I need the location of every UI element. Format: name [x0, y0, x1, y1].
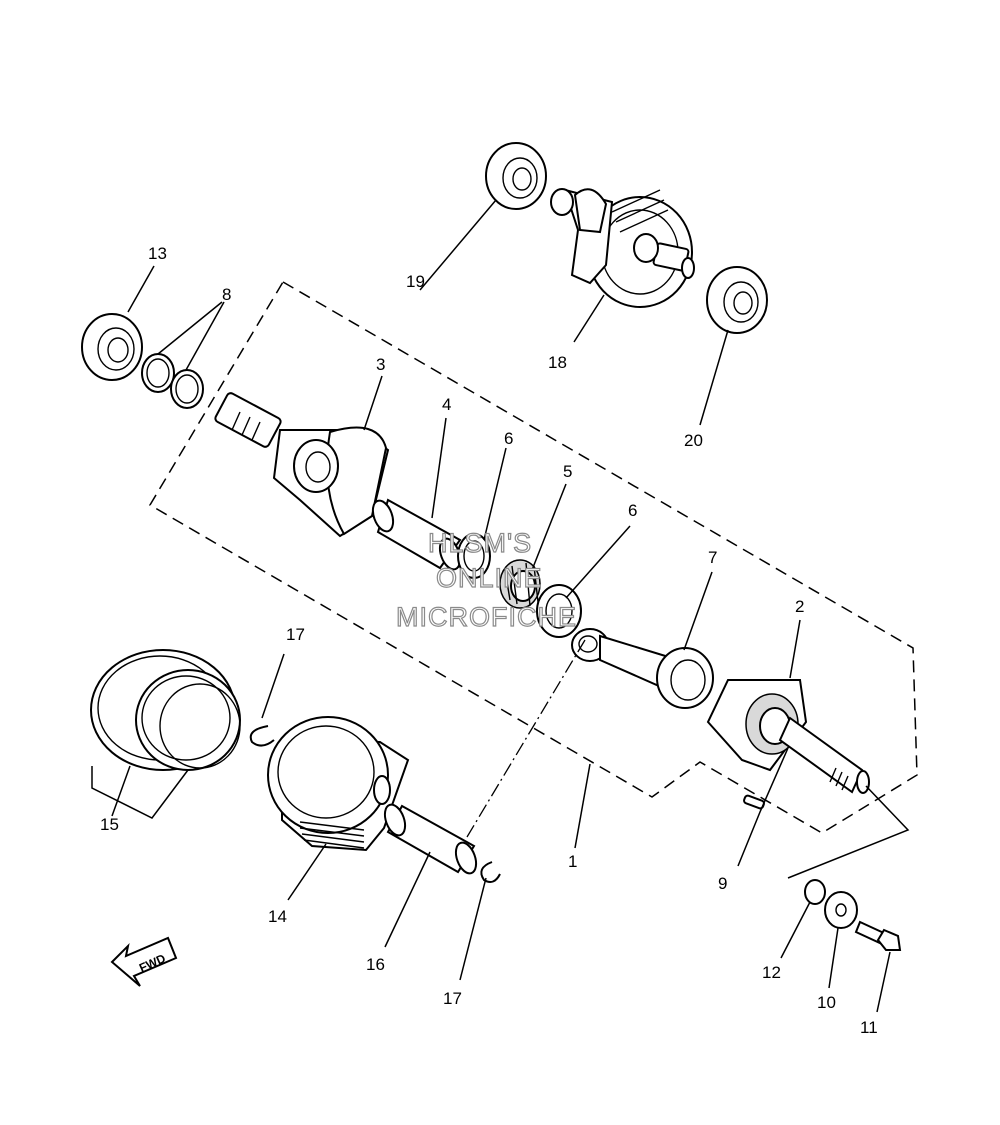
leader-lines [91, 199, 910, 1013]
callout-6-right: 6 [628, 501, 637, 520]
callout-12: 12 [762, 963, 781, 982]
callout-6-left: 6 [504, 429, 513, 448]
part-17-circlip-lower[interactable] [480, 861, 501, 883]
callout-4: 4 [442, 395, 451, 414]
part-8-shims[interactable] [141, 353, 204, 409]
watermark-line-1: HLSM'S [428, 528, 532, 558]
part-14-piston[interactable] [267, 716, 410, 852]
callout-13: 13 [148, 244, 167, 263]
callout-2: 2 [795, 597, 804, 616]
part-5-needle-bearing[interactable] [499, 559, 541, 609]
callout-1: 1 [568, 852, 577, 871]
callout-18: 18 [548, 353, 567, 372]
callout-14: 14 [268, 907, 287, 926]
callout-16: 16 [366, 955, 385, 974]
callout-3: 3 [376, 355, 385, 374]
fwd-arrow-icon: FWD [110, 936, 178, 987]
callout-10: 10 [817, 993, 836, 1012]
part-7-connecting-rod[interactable] [571, 628, 714, 709]
watermark-line-2: ONLINE [436, 563, 543, 593]
part-6-washer-left[interactable] [457, 533, 491, 579]
callout-20: 20 [684, 431, 703, 450]
crankshaft-assembly-boundary [148, 280, 918, 834]
part-12-ring[interactable] [804, 879, 826, 905]
callout-8: 8 [222, 285, 231, 304]
part-11-bolt[interactable] [854, 920, 902, 951]
part-3-crank-left[interactable] [214, 392, 390, 538]
part-10-washer[interactable] [824, 891, 858, 929]
part-19-bearing[interactable] [485, 142, 547, 210]
part-6-washer-right[interactable] [536, 584, 582, 638]
part-15-piston-rings[interactable] [90, 649, 241, 771]
callout-19: 19 [406, 272, 425, 291]
part-20-bearing[interactable] [706, 266, 768, 334]
part-13-bearing[interactable] [81, 313, 143, 381]
callout-5: 5 [563, 462, 572, 481]
watermark: HLSM'S ONLINE MICROFICHE [395, 527, 577, 632]
part-18-balancer-shaft[interactable] [550, 188, 695, 308]
callout-9: 9 [718, 874, 727, 893]
part-17-circlip-upper[interactable] [249, 725, 275, 747]
watermark-line-3: MICROFICHE [396, 602, 577, 632]
part-2-crank-right[interactable] [706, 679, 870, 794]
alignment-line [466, 639, 586, 838]
callout-7: 7 [708, 548, 717, 567]
callout-15: 15 [100, 815, 119, 834]
part-4-crank-pin[interactable] [369, 498, 464, 572]
callout-11: 11 [860, 1018, 878, 1037]
part-16-piston-pin[interactable] [381, 802, 480, 876]
callout-17-upper: 17 [286, 625, 305, 644]
callout-17-lower: 17 [443, 989, 462, 1008]
